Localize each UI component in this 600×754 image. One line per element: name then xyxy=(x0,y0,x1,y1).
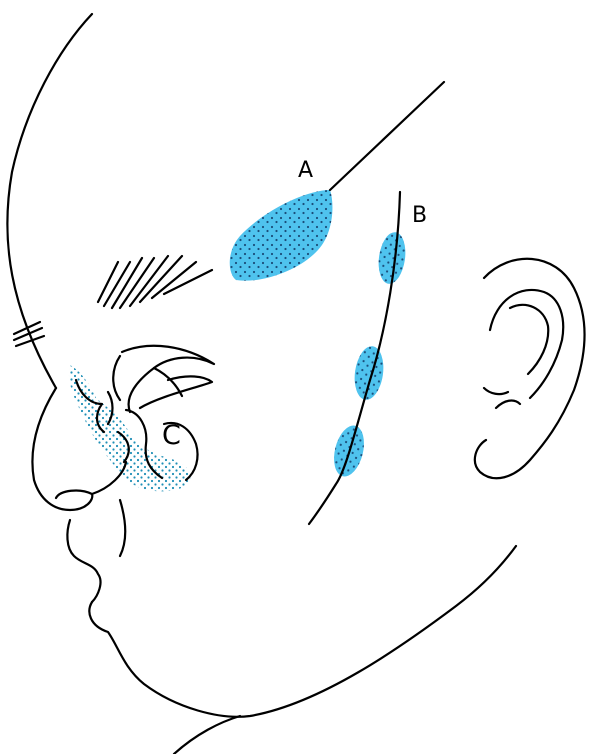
chin xyxy=(89,546,516,717)
mouth-corner xyxy=(120,500,125,556)
region-a-dots xyxy=(230,190,333,281)
neck-line xyxy=(174,716,240,754)
lips xyxy=(67,520,100,602)
region-a xyxy=(230,190,333,281)
ear-inner xyxy=(484,290,563,408)
label-a: A xyxy=(298,160,313,182)
region-b xyxy=(329,230,408,479)
label-b: B xyxy=(412,205,427,227)
ear-outer xyxy=(475,259,585,478)
eye-lower-lid xyxy=(140,376,212,408)
face-outline xyxy=(7,14,584,754)
eyebrow-left xyxy=(14,322,44,346)
line-a xyxy=(330,82,444,190)
region-b-oval-middle-dots xyxy=(351,344,386,401)
label-c: C xyxy=(162,422,181,449)
eyebrow-right xyxy=(98,256,212,308)
